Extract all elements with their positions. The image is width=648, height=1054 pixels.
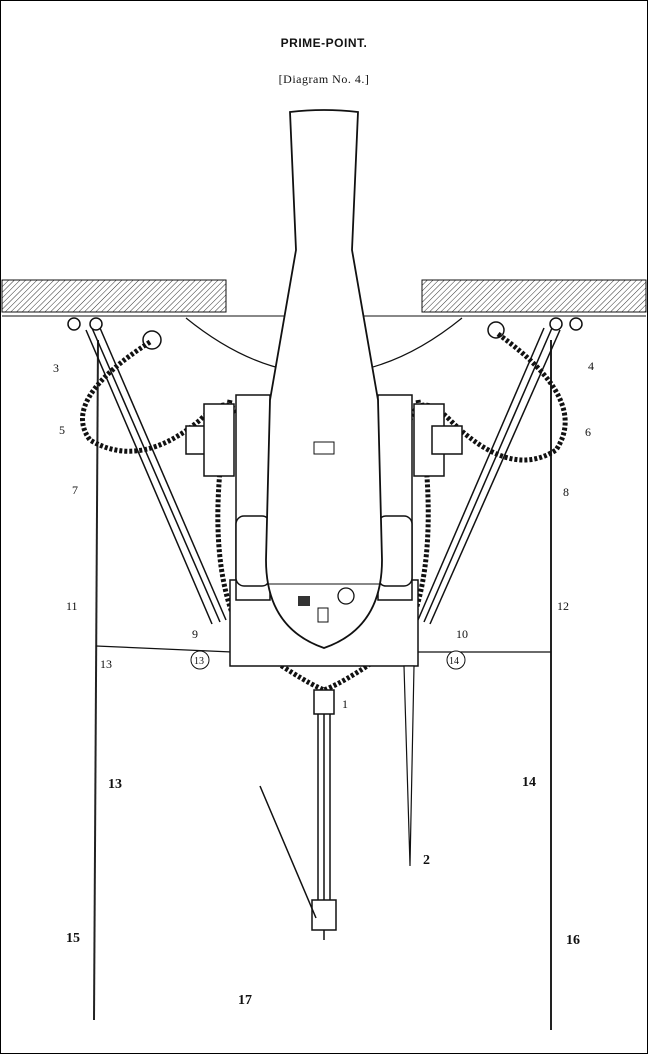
elevating-screw <box>337 587 355 605</box>
label-13-lower: 13 <box>108 777 122 792</box>
label-5: 5 <box>59 423 65 437</box>
label-11: 11 <box>66 599 78 613</box>
breech-slot <box>317 607 329 623</box>
circle-marker-14 <box>446 650 466 670</box>
label-12: 12 <box>557 599 569 613</box>
label-13-circled: 13 <box>194 656 204 667</box>
diagram-subtitle: [Diagram No. 4.] <box>278 72 370 86</box>
wheels <box>185 403 463 477</box>
label-13-upper: 13 <box>100 657 112 671</box>
label-8: 8 <box>563 485 569 499</box>
label-3: 3 <box>53 361 59 375</box>
handspike <box>403 665 415 867</box>
gun-barrel <box>265 109 383 649</box>
transverse-lines <box>95 645 551 653</box>
label-10: 10 <box>456 627 468 641</box>
label-16: 16 <box>566 933 580 948</box>
label-9: 9 <box>192 627 198 641</box>
right-tackle <box>417 327 561 625</box>
vent-piece <box>313 441 335 455</box>
label-14-lower: 14 <box>522 775 536 790</box>
breech-block <box>298 596 310 606</box>
label-6: 6 <box>585 425 591 439</box>
label-7: 7 <box>72 483 78 497</box>
circle-marker-13 <box>190 650 210 670</box>
label-1: 1 <box>342 697 348 711</box>
label-17: 17 <box>238 993 252 1008</box>
label-15: 15 <box>66 931 80 946</box>
label-2: 2 <box>423 853 430 868</box>
ring-bolts <box>67 317 583 350</box>
diagram-title: PRIME-POINT. <box>280 36 368 50</box>
label-14-circled: 14 <box>449 656 459 667</box>
left-tackle <box>85 327 227 625</box>
label-4: 4 <box>588 359 594 373</box>
train-tackle <box>259 689 337 940</box>
